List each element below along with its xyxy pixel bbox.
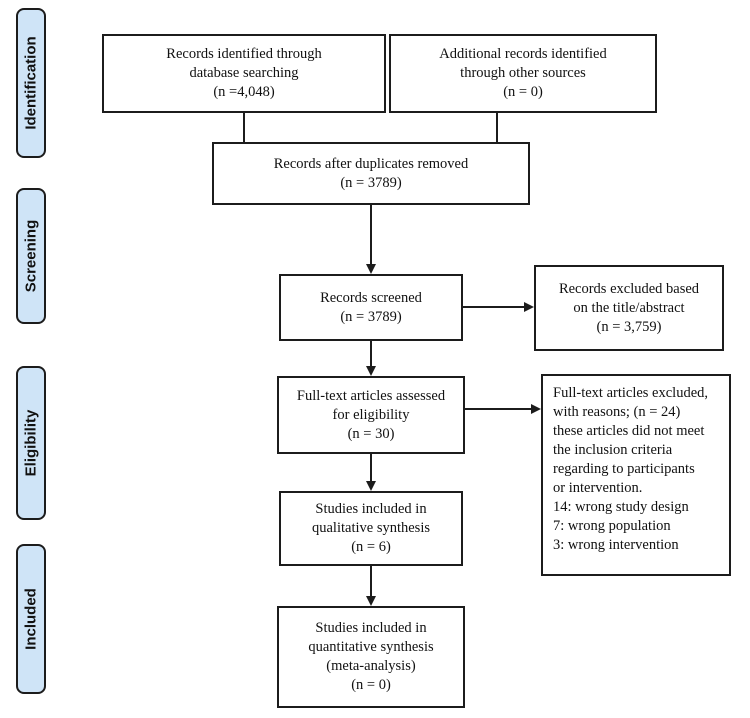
box-records-excluded-title: Records excluded based on the title/abst…	[534, 265, 724, 351]
fulltext-excluded-line-3: these articles did not meet	[553, 423, 705, 439]
box-other-sources: Additional records identified through ot…	[389, 34, 657, 113]
phase-included: Included	[16, 544, 46, 694]
fulltext-excluded-line-1: Full-text articles excluded,	[553, 385, 709, 401]
qualitative-line-2: qualitative synthesis	[312, 520, 430, 536]
box-fulltext-assessed: Full-text articles assessed for eligibil…	[277, 376, 465, 454]
other-sources-line-2: through other sources	[460, 65, 586, 81]
box-duplicates-removed: Records after duplicates removed (n = 37…	[212, 142, 530, 205]
quantitative-line-1: Studies included in	[315, 620, 427, 636]
quantitative-line-4: (n = 0)	[351, 677, 391, 693]
qualitative-line-1: Studies included in	[315, 501, 427, 517]
quantitative-line-3: (meta-analysis)	[326, 658, 416, 674]
db-search-line-1: Records identified through	[166, 46, 322, 62]
fulltext-excluded-line-5: regarding to participants	[553, 461, 695, 477]
qualitative-line-3: (n = 6)	[351, 539, 391, 555]
fulltext-excluded-line-6: or intervention.	[553, 480, 643, 496]
excluded-title-line-2: on the title/abstract	[573, 299, 685, 316]
fulltext-excluded-line-9: 3: wrong intervention	[553, 537, 679, 553]
box-quantitative-synthesis: Studies included in quantitative synthes…	[277, 606, 465, 708]
quantitative-line-2: quantitative synthesis	[308, 639, 434, 655]
db-search-line-3: (n =4,048)	[213, 84, 275, 100]
screened-line-2: (n = 3789)	[340, 308, 402, 325]
fulltext-assessed-line-2: for eligibility	[332, 406, 410, 423]
other-sources-line-3: (n = 0)	[503, 84, 543, 100]
box-qualitative-synthesis: Studies included in qualitative synthesi…	[279, 491, 463, 566]
fulltext-excluded-line-8: 7: wrong population	[553, 518, 671, 534]
fulltext-excluded-line-2: with reasons; (n = 24)	[553, 404, 681, 420]
phase-eligibility: Eligibility	[16, 366, 46, 520]
fulltext-assessed-line-1: Full-text articles assessed	[296, 387, 446, 404]
box-records-screened: Records screened (n = 3789)	[279, 274, 463, 341]
fulltext-excluded-line-7: 14: wrong study design	[553, 499, 689, 515]
fulltext-excluded-line-4: the inclusion criteria	[553, 442, 673, 458]
db-search-line-2: database searching	[189, 65, 299, 81]
phase-screening: Screening	[16, 188, 46, 324]
box-fulltext-excluded: Full-text articles excluded, with reason…	[541, 374, 731, 576]
duplicates-line-1: Records after duplicates removed	[273, 155, 469, 172]
screened-line-1: Records screened	[320, 289, 422, 306]
excluded-title-line-1: Records excluded based	[558, 280, 700, 297]
phase-identification: Identification	[16, 8, 46, 158]
other-sources-line-1: Additional records identified	[439, 46, 607, 62]
fulltext-assessed-line-3: (n = 30)	[347, 425, 395, 442]
duplicates-line-2: (n = 3789)	[340, 174, 402, 191]
box-database-searching: Records identified through database sear…	[102, 34, 386, 113]
excluded-title-line-3: (n = 3,759)	[596, 318, 662, 335]
